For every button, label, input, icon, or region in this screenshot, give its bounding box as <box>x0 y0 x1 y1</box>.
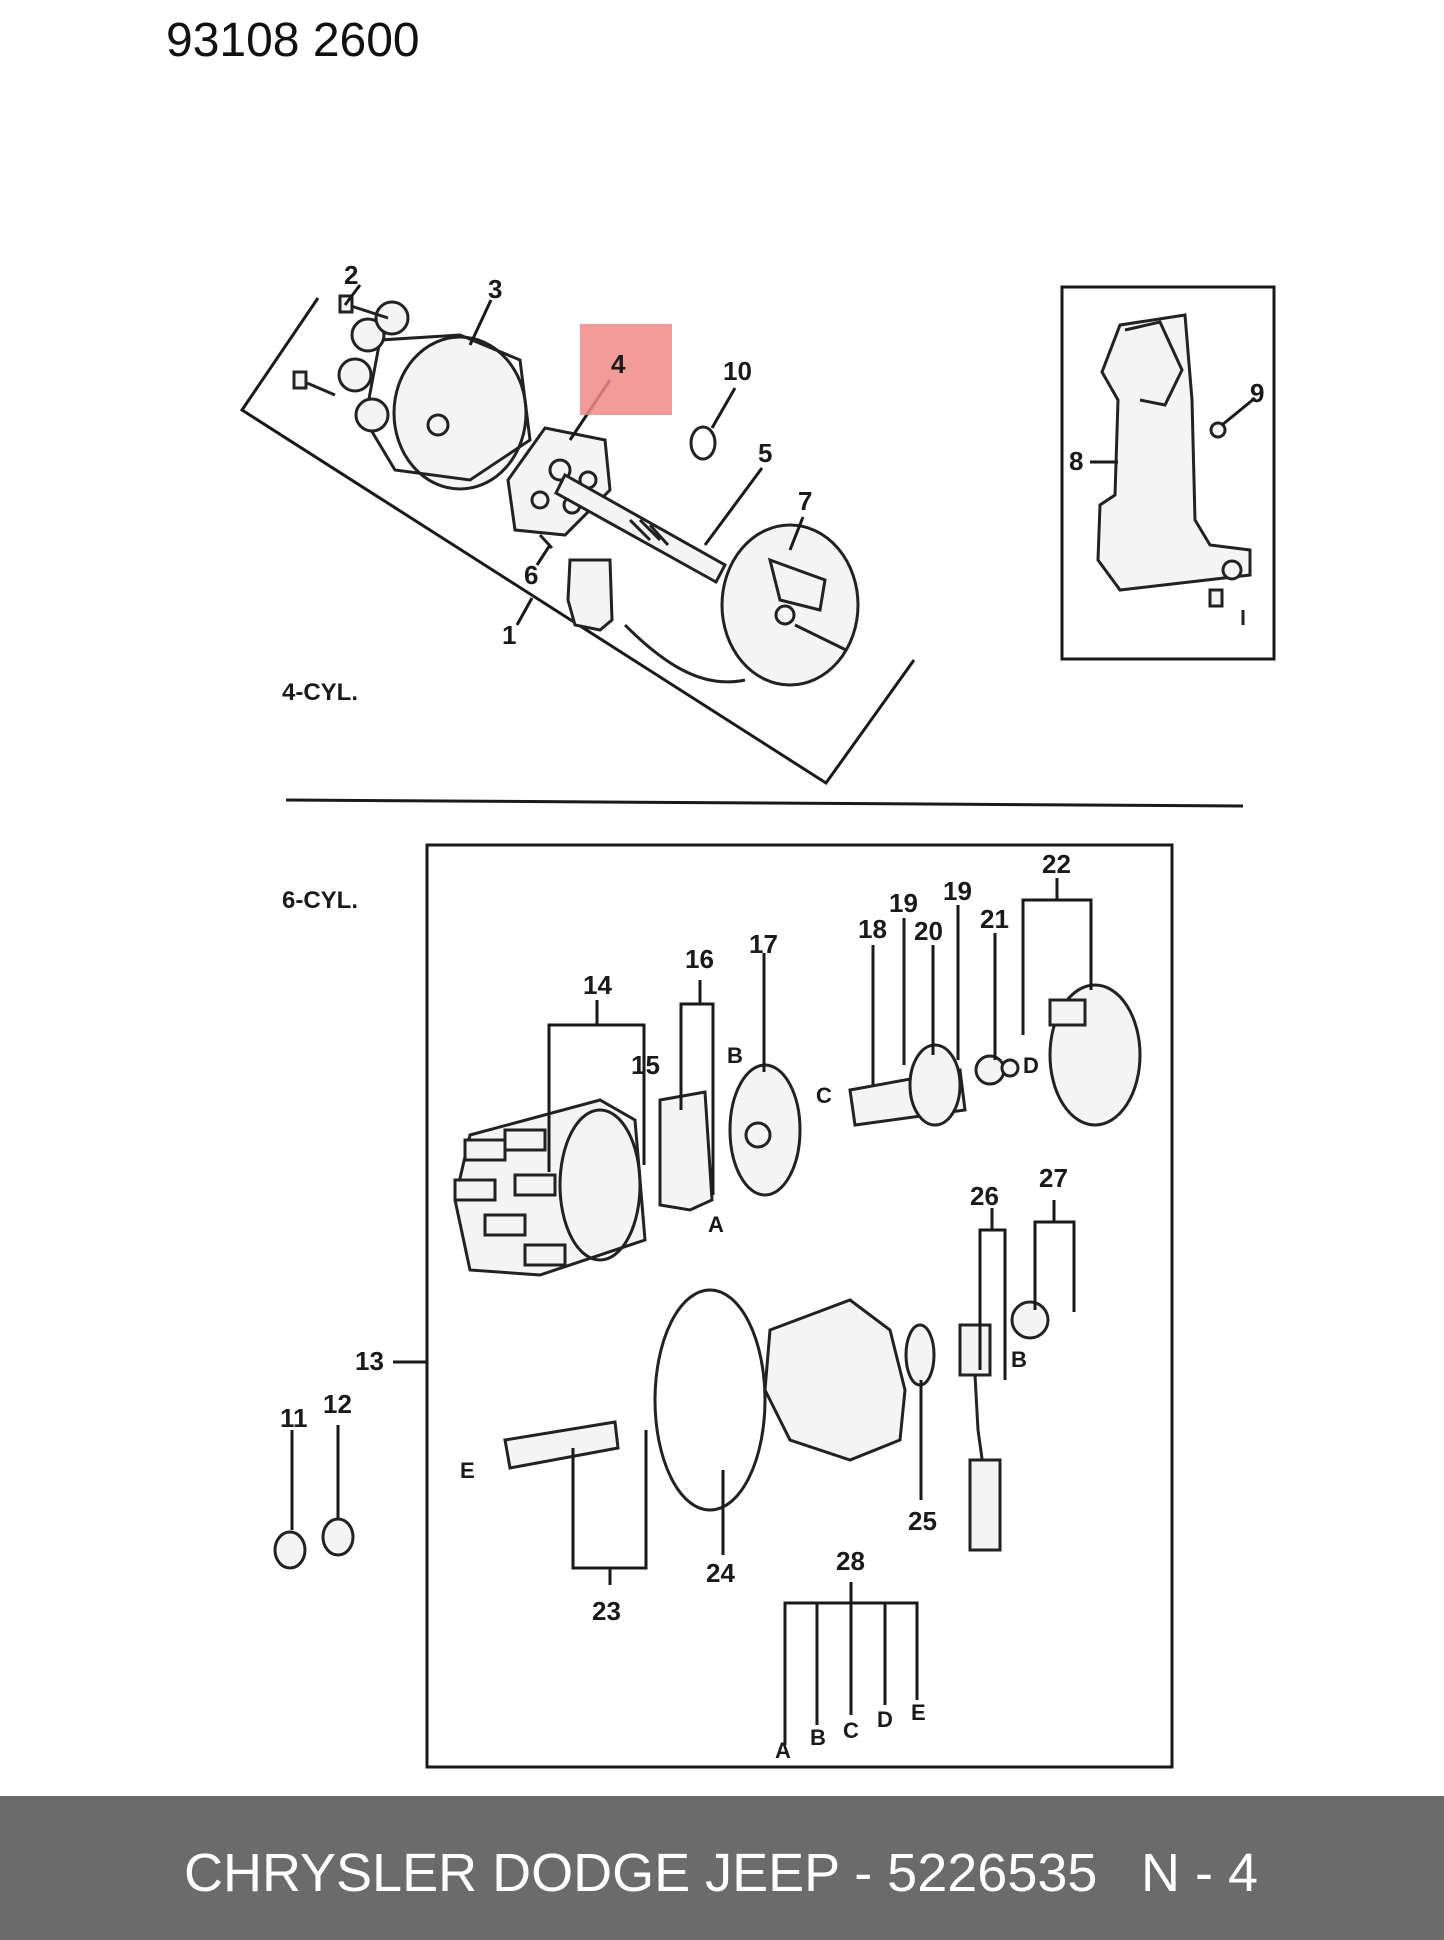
callout-13: 13 <box>355 1346 384 1376</box>
callout-1: 1 <box>502 620 516 650</box>
footer-brand-part-number: CHRYSLER DODGE JEEP - 5226535 <box>184 1843 1098 1903</box>
parts-diagram: 93108 2600 <box>166 14 1276 1769</box>
leader-9 <box>1221 396 1256 427</box>
sensor-26-part <box>958 1323 1002 1552</box>
callout-2: 2 <box>344 260 358 290</box>
washer-12-part <box>321 1517 355 1557</box>
callout-22: 22 <box>1042 849 1071 879</box>
callout-11: 11 <box>280 1403 308 1433</box>
letter-a-16: A <box>708 1212 724 1237</box>
section-label-6cyl: 6-CYL. <box>282 887 358 914</box>
leader-5 <box>703 467 764 546</box>
cap-screws-part <box>292 294 389 397</box>
inset-frame <box>1060 285 1276 661</box>
section-divider <box>285 798 1244 808</box>
gear-27-part <box>1010 1300 1050 1340</box>
callout-5: 5 <box>758 438 772 468</box>
callout-4: 4 <box>611 349 626 379</box>
rotor-part <box>658 1090 714 1212</box>
letter-a-28: A <box>775 1738 791 1763</box>
header-code: 93108 2600 <box>166 14 420 67</box>
callout-28: 28 <box>836 1546 865 1576</box>
nut-11-part <box>273 1530 307 1570</box>
leader-1 <box>515 597 534 626</box>
callout-24: 24 <box>706 1558 735 1588</box>
callout-25: 25 <box>908 1506 937 1536</box>
letter-e-23: E <box>460 1458 475 1483</box>
bracket-16 <box>679 1002 715 1195</box>
leader-10 <box>710 387 737 429</box>
seal-ring-part <box>689 425 717 461</box>
letter-c-18: C <box>816 1083 832 1108</box>
four-cyl-tray-outline <box>239 297 916 786</box>
callout-23: 23 <box>592 1596 621 1626</box>
letter-e-28: E <box>911 1700 926 1725</box>
six-cyl-cap-part <box>453 1098 647 1277</box>
callout-21: 21 <box>980 904 1009 934</box>
housing-plate-part <box>720 523 860 687</box>
letter-b-17: B <box>727 1043 743 1068</box>
callout-7: 7 <box>798 486 812 516</box>
six-cyl-assembly: 6-CYL. <box>273 843 1174 1769</box>
o-ring-24-part <box>653 1288 767 1512</box>
shaft-part <box>554 472 728 585</box>
leader-6 <box>535 544 552 566</box>
bracket-27 <box>1033 1220 1076 1312</box>
callout-16: 16 <box>685 944 714 974</box>
letter-b-28: B <box>810 1725 826 1750</box>
pickup-coil-part <box>538 533 746 684</box>
footer-bar: CHRYSLER DODGE JEEP - 5226535 N - 4 <box>0 1796 1444 1940</box>
section-label-4cyl: 4-CYL. <box>282 679 358 706</box>
callout-27: 27 <box>1039 1163 1068 1193</box>
inset-assembly: 9 8 <box>1060 285 1276 661</box>
callout-26: 26 <box>970 1181 999 1211</box>
callout-6: 6 <box>524 560 538 590</box>
callout-19a: 19 <box>889 888 918 918</box>
callout-20: 20 <box>914 916 943 946</box>
housing-25-part <box>763 1298 936 1462</box>
plate-17-part <box>728 1063 802 1197</box>
callout-17: 17 <box>749 929 778 959</box>
highlight-box <box>580 324 672 415</box>
shaft-23-part <box>503 1420 620 1470</box>
callout-19b: 19 <box>943 876 972 906</box>
leader-3 <box>468 299 493 346</box>
callout-10: 10 <box>723 356 752 386</box>
callout-8: 8 <box>1069 446 1083 476</box>
callout-14: 14 <box>583 970 612 1000</box>
callout-15: 15 <box>631 1050 660 1080</box>
letter-d-22: D <box>1023 1053 1039 1078</box>
callout-9: 9 <box>1250 378 1264 408</box>
footer-ref: N - 4 <box>1140 1843 1258 1903</box>
leader-2 <box>343 284 362 306</box>
callout-3: 3 <box>488 274 502 304</box>
pickup-assembly-22-part <box>1048 983 1142 1127</box>
distributor-cap-part <box>337 300 532 491</box>
callout-18: 18 <box>858 914 887 944</box>
six-cyl-frame <box>425 843 1174 1769</box>
shaft-assembly-part <box>848 1043 1020 1127</box>
four-cyl-assembly: 2 3 4 10 5 7 6 1 4-CYL. <box>239 260 916 786</box>
leader-7 <box>788 516 805 551</box>
letter-d-28: D <box>877 1707 893 1732</box>
letter-c-28: C <box>843 1718 859 1743</box>
callout-12: 12 <box>323 1389 352 1419</box>
letter-b-26: B <box>1011 1347 1027 1372</box>
